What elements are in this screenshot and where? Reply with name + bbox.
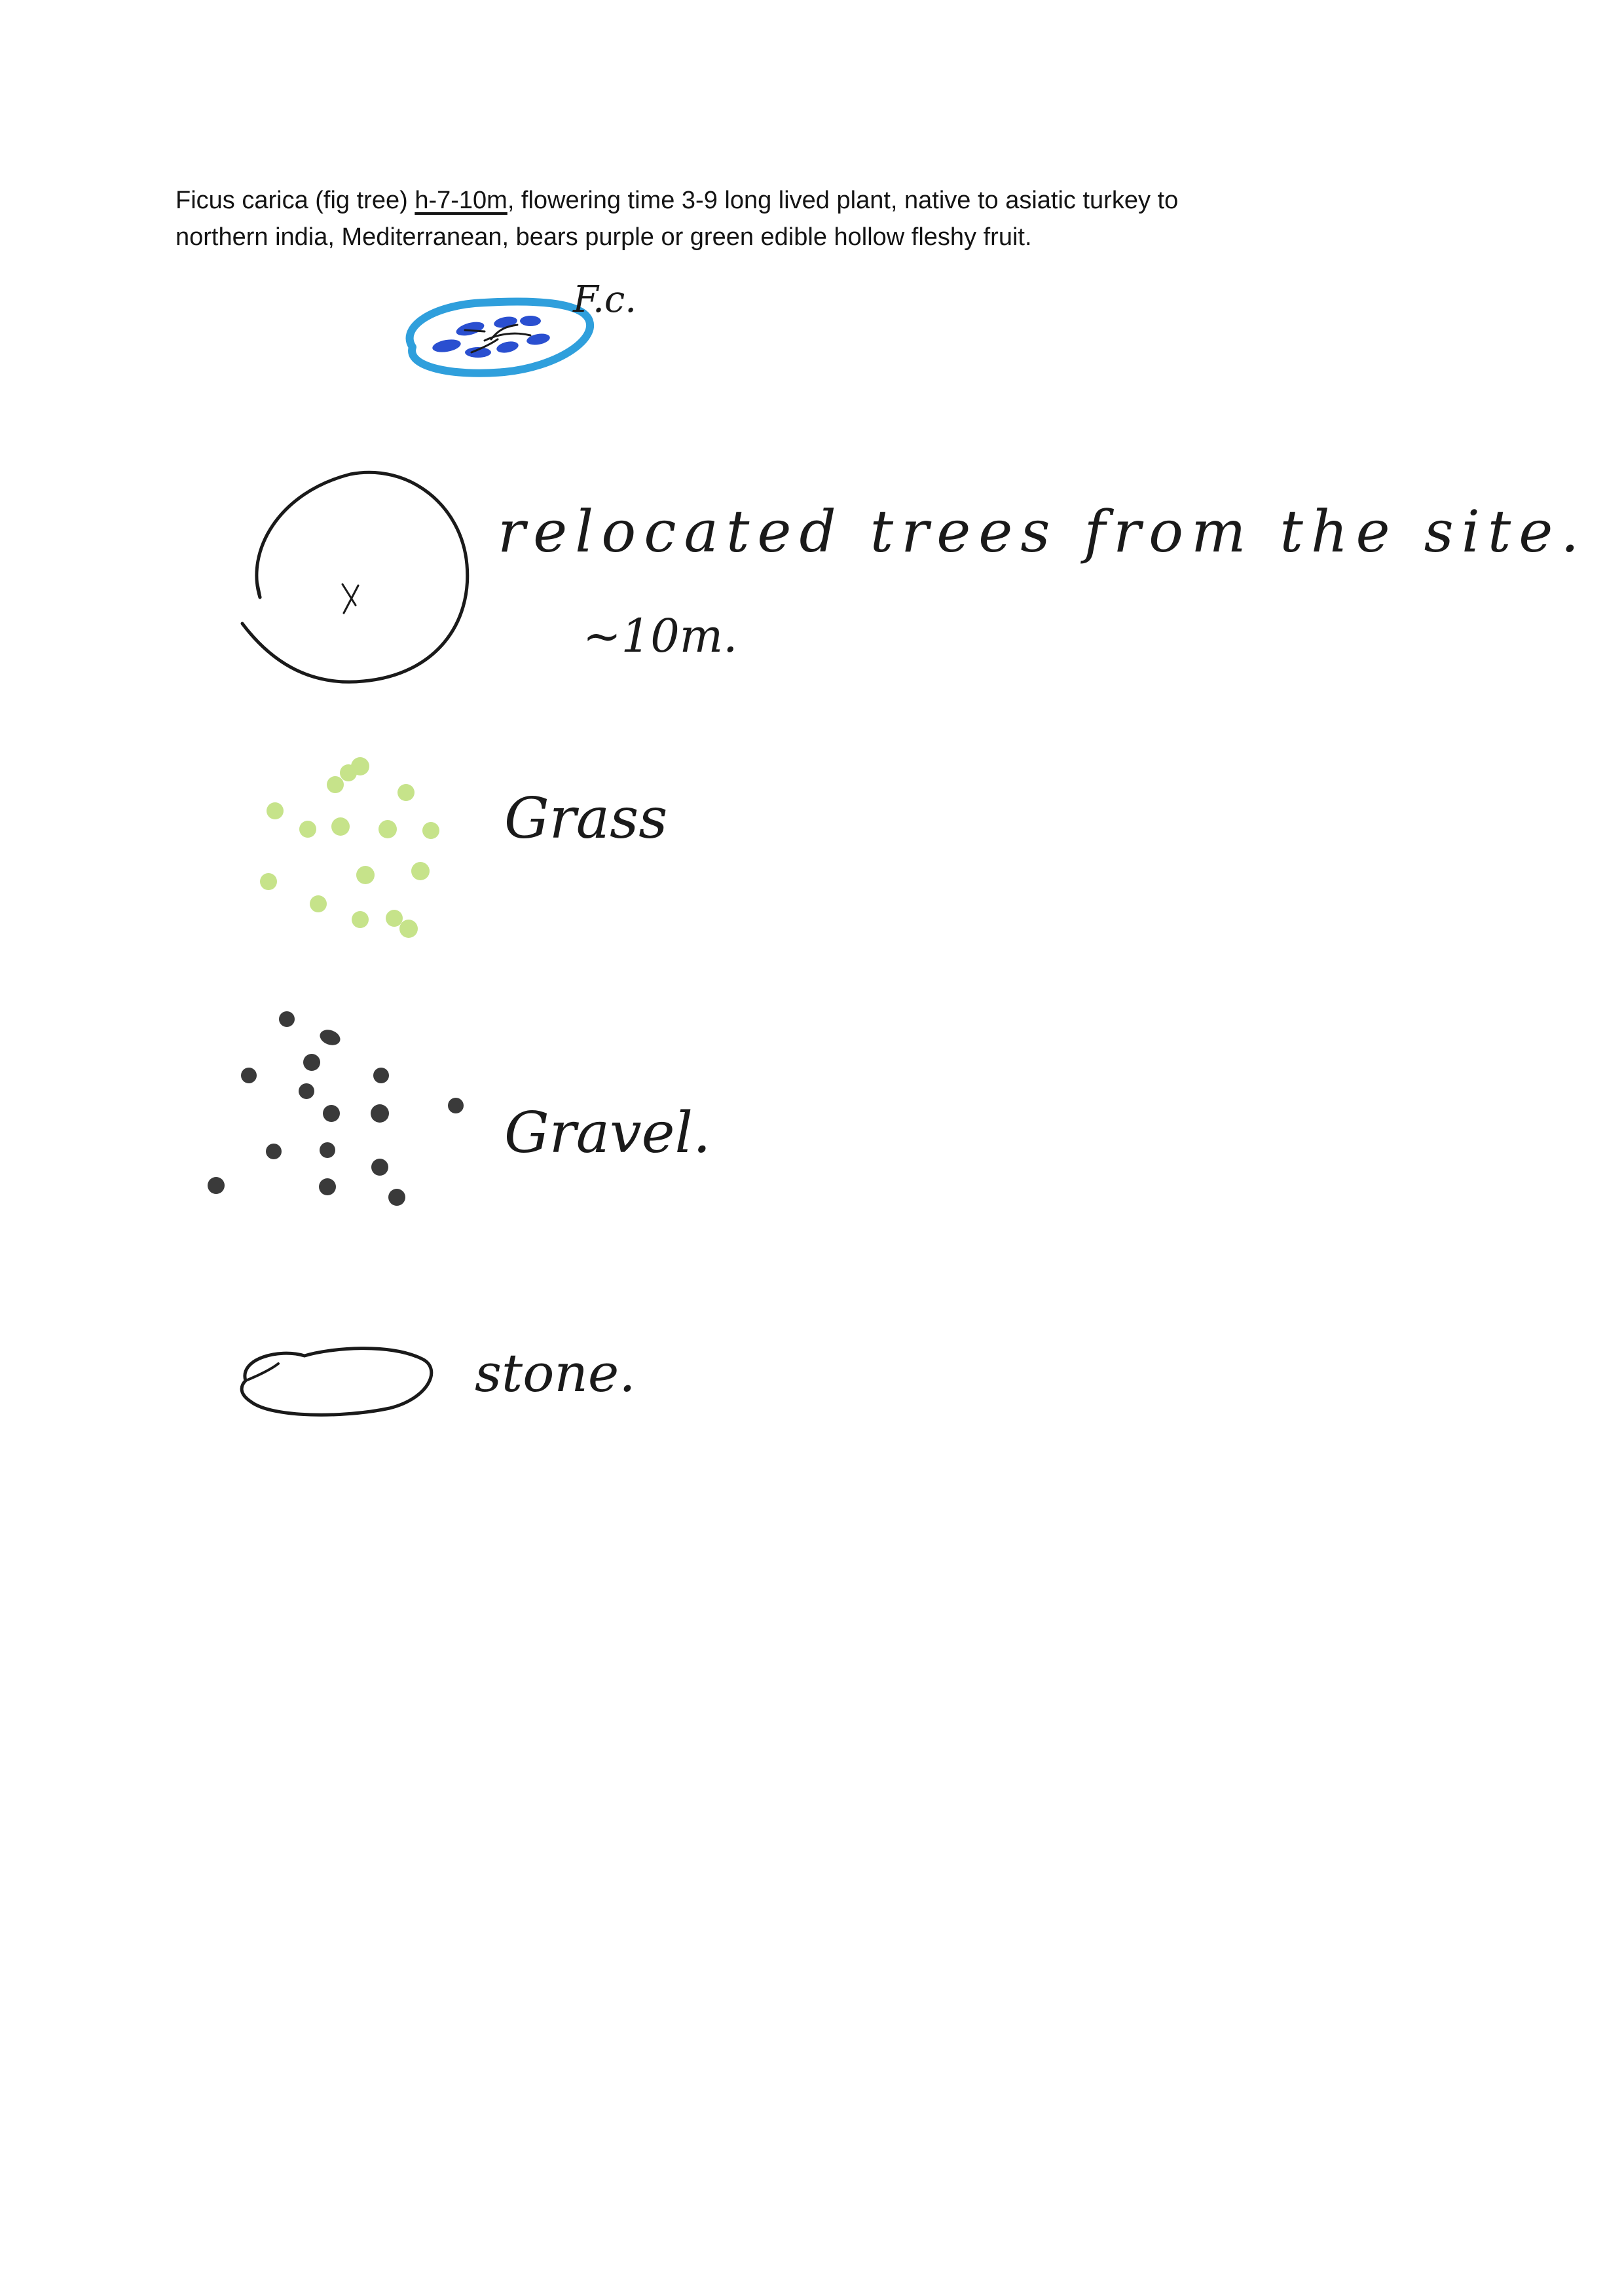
relocated-trees-label: relocated trees from the site. bbox=[498, 498, 1587, 565]
species-description: Ficus carica (fig tree) h-7-10m, floweri… bbox=[175, 182, 1485, 255]
height-range: h-7-10m bbox=[415, 187, 507, 214]
description-text-b: , flowering time 3-9 long lived plant, n… bbox=[507, 187, 1179, 214]
stone-symbol bbox=[240, 1347, 434, 1417]
gravel-label: Gravel. bbox=[504, 1100, 711, 1166]
relocated-tree-symbol bbox=[240, 470, 470, 684]
fig-tree-label: F.c. bbox=[573, 278, 637, 321]
description-line-1: Ficus carica (fig tree) h-7-10m, floweri… bbox=[175, 182, 1485, 219]
description-line-2: northern india, Mediterranean, bears pur… bbox=[175, 223, 1032, 251]
relocated-trees-size: ~10m. bbox=[583, 609, 738, 663]
fig-fruit-icons bbox=[432, 316, 550, 358]
tree-center-mark-icon bbox=[341, 583, 360, 614]
fig-tree-symbol bbox=[405, 297, 595, 377]
grass-label: Grass bbox=[504, 786, 668, 851]
grass-symbol bbox=[260, 757, 439, 938]
description-text-a: Ficus carica (fig tree) bbox=[175, 187, 415, 214]
gravel-symbol bbox=[208, 1011, 464, 1206]
stone-label: stone. bbox=[475, 1343, 636, 1404]
